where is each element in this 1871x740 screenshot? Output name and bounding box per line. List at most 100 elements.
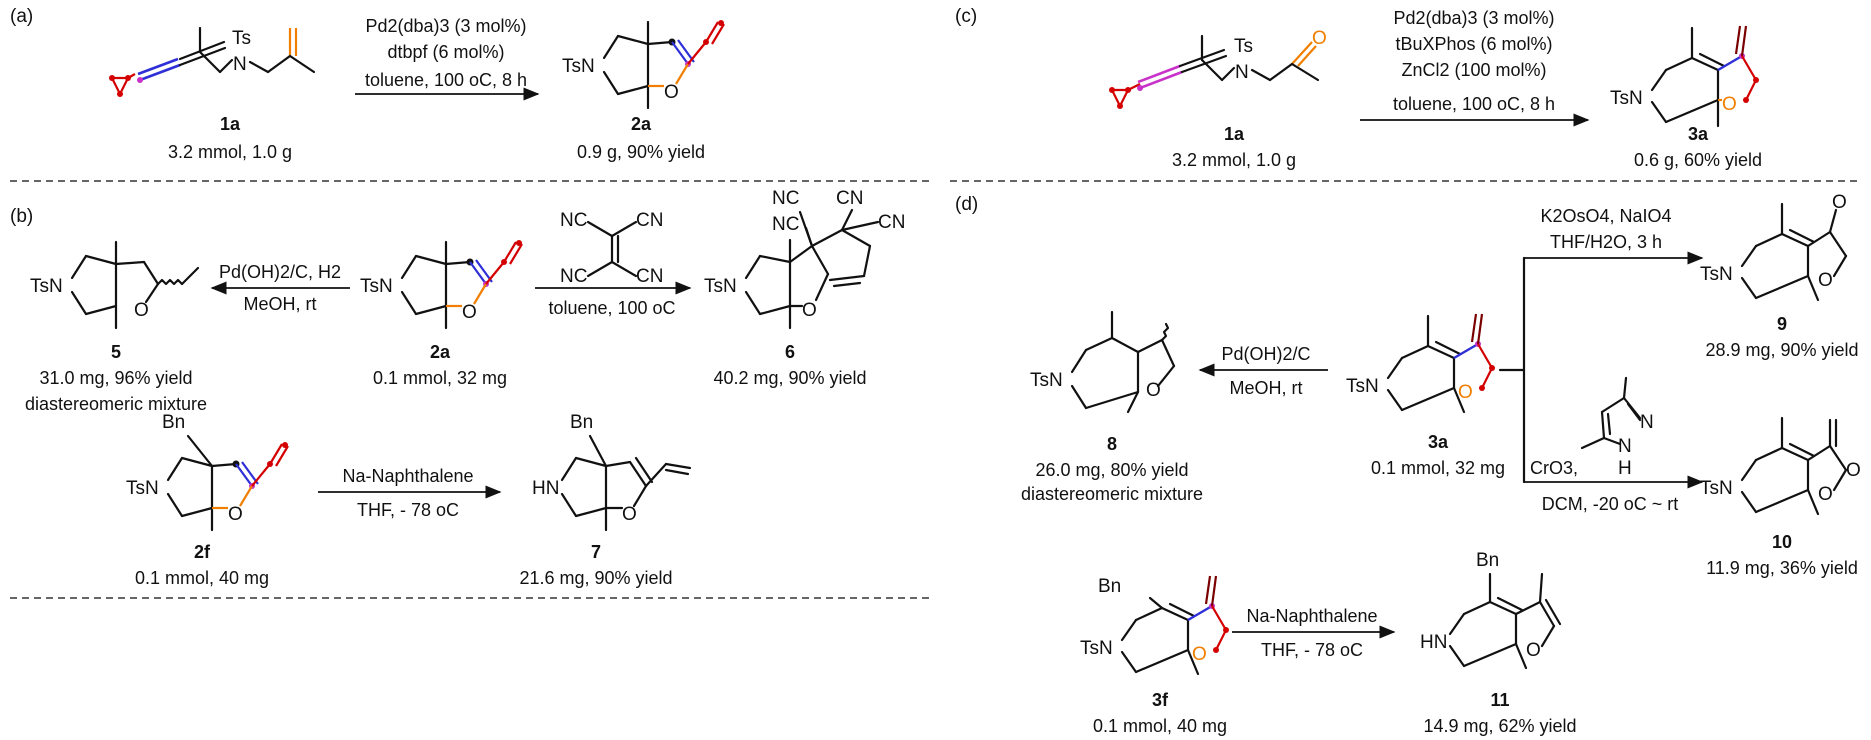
atom-tsn-3f: TsN [1080,638,1113,659]
cond-3a-to-8-1: Pd(OH)2/C [1221,344,1310,364]
compound-3a-panel-c: TsN O [1610,25,1759,128]
compound-9: TsN O O [1700,192,1848,302]
amount-2f: 0.1 mmol, 40 mg [135,568,269,588]
compound-11: Bn HN O [1420,550,1562,670]
atom-tsn-6: TsN [704,276,737,297]
atom-o-2f: O [228,504,243,525]
atom-tsn-8: TsN [1030,370,1063,391]
cond-2f-2: THF, - 78 oC [357,500,459,520]
atom-o-9-ketone: O [1832,192,1847,213]
amount-1a-panel-c: 3.2 mmol, 1.0 g [1172,150,1296,170]
atom-n-1a-a: N [233,54,247,75]
id-2a-panel-a: 2a [631,114,652,134]
tcne-reagent: NC CN NC CN [560,210,663,287]
atom-nc-tcne-1: NC [560,210,587,231]
atom-n-pyrazole-1: N [1640,412,1654,433]
atom-o-3a-d: O [1458,382,1473,403]
dimethylpyrazole-reagent: N N H [1580,376,1654,479]
atom-tsn-5: TsN [30,276,63,297]
id-1a-panel-c: 1a [1224,124,1245,144]
atom-o-3a-c: O [1722,94,1737,115]
compound-3a-panel-d: TsN O [1346,313,1495,414]
atom-o-9-ring: O [1818,270,1833,291]
compound-5: TsN O [30,240,200,330]
amount-1a-panel-a: 3.2 mmol, 1.0 g [168,142,292,162]
atom-tsn-2a-b: TsN [360,276,393,297]
atom-o-10-ring: O [1818,484,1833,505]
cond-2f-1: Na-Naphthalene [342,466,473,486]
atom-nc-6-2: NC [772,188,799,209]
atom-o-8: O [1146,380,1161,401]
cond3-panel-c: ZnCl2 (100 mol%) [1401,60,1546,80]
amount-3a-panel-d: 0.1 mmol, 32 mg [1371,458,1505,478]
atom-tsn-3a-c: TsN [1610,88,1643,109]
atom-bn-7: Bn [570,412,593,433]
panel-label-c: (c) [955,6,977,27]
atom-tsn-9: TsN [1700,264,1733,285]
cond3-panel-a: toluene, 100 oC, 8 h [365,70,527,90]
atom-o-2a-b: O [462,302,477,323]
id-3a-panel-d: 3a [1428,432,1449,452]
id-6: 6 [785,342,795,362]
cond-3a-to-9-1: K2OsO4, NaIO4 [1540,206,1671,226]
panel-label-a: (a) [10,6,33,27]
atom-cn-6-2: CN [878,212,905,233]
yield-7: 21.6 mg, 90% yield [519,568,672,588]
atom-o-5: O [134,300,149,321]
atom-o-11: O [1526,640,1541,661]
atom-n-1a-c: N [1235,62,1249,83]
cond2-panel-a: dtbpf (6 mol%) [387,42,504,62]
atom-o-10-carbonyl: O [1846,460,1861,481]
id-7: 7 [591,542,601,562]
id-9: 9 [1777,314,1787,334]
note-8: diastereomeric mixture [1021,484,1203,504]
id-2a-panel-b: 2a [430,342,451,362]
cond-3a-to-8-2: MeOH, rt [1229,378,1302,398]
atom-bn-11: Bn [1476,550,1499,571]
id-5: 5 [111,342,121,362]
atom-tsn-2a-a: TsN [562,56,595,77]
yield-8: 26.0 mg, 80% yield [1035,460,1188,480]
id-1a-panel-a: 1a [220,114,241,134]
yield-10: 11.9 mg, 36% yield [1706,558,1858,578]
atom-o-6: O [802,300,817,321]
atom-cn-6-1: CN [836,188,863,209]
cond-hydrogenation-b-1: Pd(OH)2/C, H2 [219,262,341,282]
compound-8: TsN O [1030,310,1176,414]
atom-cn-tcne-2: CN [636,266,663,287]
atom-ts-1a-a: Ts [232,28,251,49]
compound-2f: Bn TsN O [126,412,289,532]
atom-n-pyrazole-2: N [1618,436,1632,457]
yield-11: 14.9 mg, 62% yield [1423,716,1576,736]
atom-h-pyrazole: H [1618,458,1632,479]
atom-hn-7: HN [532,478,559,499]
yield-5: 31.0 mg, 96% yield [39,368,192,388]
atom-bn-3f: Bn [1098,576,1121,597]
atom-tsn-2f: TsN [126,478,159,499]
cond-tcne-b: toluene, 100 oC [548,298,675,318]
compound-2a-panel-a: TsN O [562,20,725,110]
cond-3a-to-9-2: THF/H2O, 3 h [1550,232,1662,252]
note-5: diastereomeric mixture [25,394,207,414]
atom-nc-tcne-2: NC [560,266,587,287]
compound-2a-panel-b: TsN O [360,240,523,330]
cond1-panel-a: Pd2(dba)3 (3 mol%) [365,16,526,36]
cond-3a-to-10-1: CrO3, [1530,458,1578,478]
id-10: 10 [1772,532,1792,552]
yield-9: 28.9 mg, 90% yield [1705,340,1858,360]
atom-o-3f: O [1192,644,1207,665]
id-3f: 3f [1152,690,1169,710]
cond-3f-1: Na-Naphthalene [1246,606,1377,626]
atom-o-1a-c: O [1312,28,1327,49]
amount-3f: 0.1 mmol, 40 mg [1093,716,1227,736]
id-2f: 2f [194,542,211,562]
amount-2a-panel-b: 0.1 mmol, 32 mg [373,368,507,388]
compound-3f: Bn TsN O [1080,575,1229,676]
atom-nc-6-1: NC [772,214,799,235]
atom-ts-1a-c: Ts [1234,36,1253,57]
amount-3a-panel-c: 0.6 g, 60% yield [1634,150,1762,170]
cond-3a-to-10-2: DCM, -20 oC ~ rt [1542,494,1679,514]
yield-6: 40.2 mg, 90% yield [713,368,866,388]
cond4-panel-c: toluene, 100 oC, 8 h [1393,94,1555,114]
